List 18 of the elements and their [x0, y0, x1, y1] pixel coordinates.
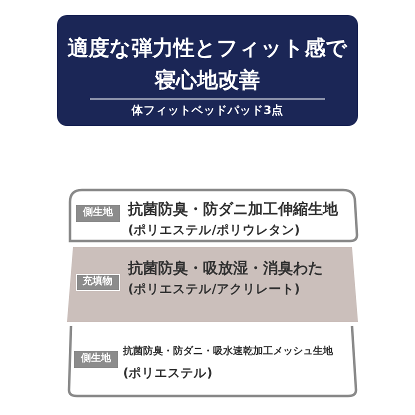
header-banner: [57, 15, 358, 126]
material-text: 抗菌防臭・吸放湿・消臭わた: [128, 260, 323, 278]
composition-text: (ポリエステル): [123, 366, 212, 380]
material-text: 抗菌防臭・防ダニ加工伸縮生地: [128, 201, 338, 218]
layer-tag: [76, 274, 120, 291]
layer-tag: [76, 205, 120, 222]
layer-tag: [74, 351, 118, 368]
material-text: 抗菌防臭・防ダニ・吸水速乾加工メッシュ生地: [123, 346, 333, 358]
composition-text: (ポリエステル/ポリウレタン): [128, 223, 300, 238]
subtitle-text: 体フィットベッドパッド3点: [130, 104, 284, 118]
layer-tag-text: 側生地: [82, 207, 114, 218]
layer-tag-text: 充填物: [82, 276, 114, 287]
layer-tag-text: 側生地: [80, 353, 112, 364]
composition-text: (ポリエステル/アクリレート): [128, 282, 300, 296]
layer-panel: [67, 247, 358, 322]
title-text: 適度な弾力性とフィット感で寝心地改善: [66, 35, 348, 94]
layer-panel: [67, 188, 358, 243]
layer-panel: [67, 326, 358, 398]
